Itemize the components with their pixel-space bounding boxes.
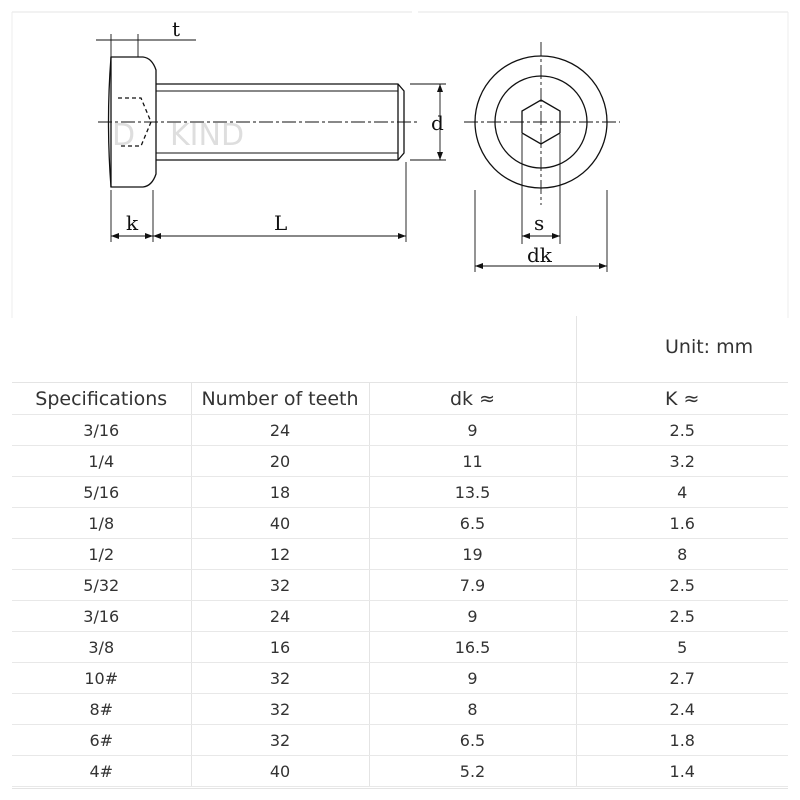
screw-technical-drawing: D KIND t d k L s dk [11,11,789,318]
cell-specification: 10# [12,662,192,694]
dim-label-d: d [431,111,444,135]
cell-k: 1.8 [576,724,788,756]
cell-dk: 8 [369,693,577,725]
cell-k: 2.5 [576,569,788,601]
cell-number-of-teeth: 24 [191,600,370,632]
cell-k: 2.5 [576,414,788,446]
cell-number-of-teeth: 32 [191,662,370,694]
cell-specification: 1/2 [12,538,192,570]
watermark-text: KIND [170,118,244,153]
header-specifications: Specifications [12,383,192,415]
header-dk: dk ≈ [369,383,577,415]
cell-k: 2.4 [576,693,788,725]
cell-k: 2.7 [576,662,788,694]
cell-number-of-teeth: 18 [191,476,370,508]
cell-k: 1.4 [576,755,788,787]
cell-specification: 3/16 [12,600,192,632]
cell-dk: 6.5 [369,724,577,756]
cell-specification: 5/32 [12,569,192,601]
cell-specification: 8# [12,693,192,725]
dim-label-k: k [126,211,139,235]
cell-number-of-teeth: 24 [191,414,370,446]
cell-number-of-teeth: 32 [191,569,370,601]
cell-dk: 7.9 [369,569,577,601]
cell-number-of-teeth: 32 [191,724,370,756]
spec-table: Specifications Number of teeth dk ≈ K ≈ … [12,383,788,787]
table-bottom-border [12,788,788,789]
cell-dk: 5.2 [369,755,577,787]
table-header-row: Specifications Number of teeth dk ≈ K ≈ [12,383,788,415]
cell-specification: 6# [12,724,192,756]
end-arrows [475,233,607,269]
unit-cell: Unit: mm [576,316,789,382]
cell-number-of-teeth: 20 [191,445,370,477]
cell-dk: 9 [369,662,577,694]
cell-k: 5 [576,631,788,663]
cell-k: 3.2 [576,445,788,477]
cell-specification: 3/8 [12,631,192,663]
screw-head-outline [107,56,157,188]
cell-dk: 9 [369,600,577,632]
header-number-of-teeth: Number of teeth [191,383,370,415]
end-view [464,42,620,272]
cell-dk: 6.5 [369,507,577,539]
cell-specification: 4# [12,755,192,787]
cell-k: 8 [576,538,788,570]
spec-table-container: Unit: mm Specifications Number of teeth … [12,316,788,787]
side-view [96,34,446,242]
dim-label-t: t [172,17,180,41]
cell-dk: 13.5 [369,476,577,508]
cell-specification: 5/16 [12,476,192,508]
dim-label-L: L [274,211,287,235]
cell-k: 1.6 [576,507,788,539]
side-arrows [111,84,443,239]
cell-number-of-teeth: 32 [191,693,370,725]
cell-dk: 11 [369,445,577,477]
cell-k: 2.5 [576,600,788,632]
cell-specification: 1/4 [12,445,192,477]
cell-dk: 19 [369,538,577,570]
dim-label-dk: dk [527,243,553,267]
dim-label-s: s [534,211,544,235]
cell-number-of-teeth: 12 [191,538,370,570]
cell-number-of-teeth: 16 [191,631,370,663]
unit-label: Unit: mm [665,336,754,358]
header-k: K ≈ [576,383,788,415]
cell-dk: 16.5 [369,631,577,663]
cell-dk: 9 [369,414,577,446]
cell-k: 4 [576,476,788,508]
cell-specification: 3/16 [12,414,192,446]
cell-number-of-teeth: 40 [191,755,370,787]
watermark-prefix: D [112,118,135,153]
cell-specification: 1/8 [12,507,192,539]
unit-row: Unit: mm [12,316,788,383]
cell-number-of-teeth: 40 [191,507,370,539]
